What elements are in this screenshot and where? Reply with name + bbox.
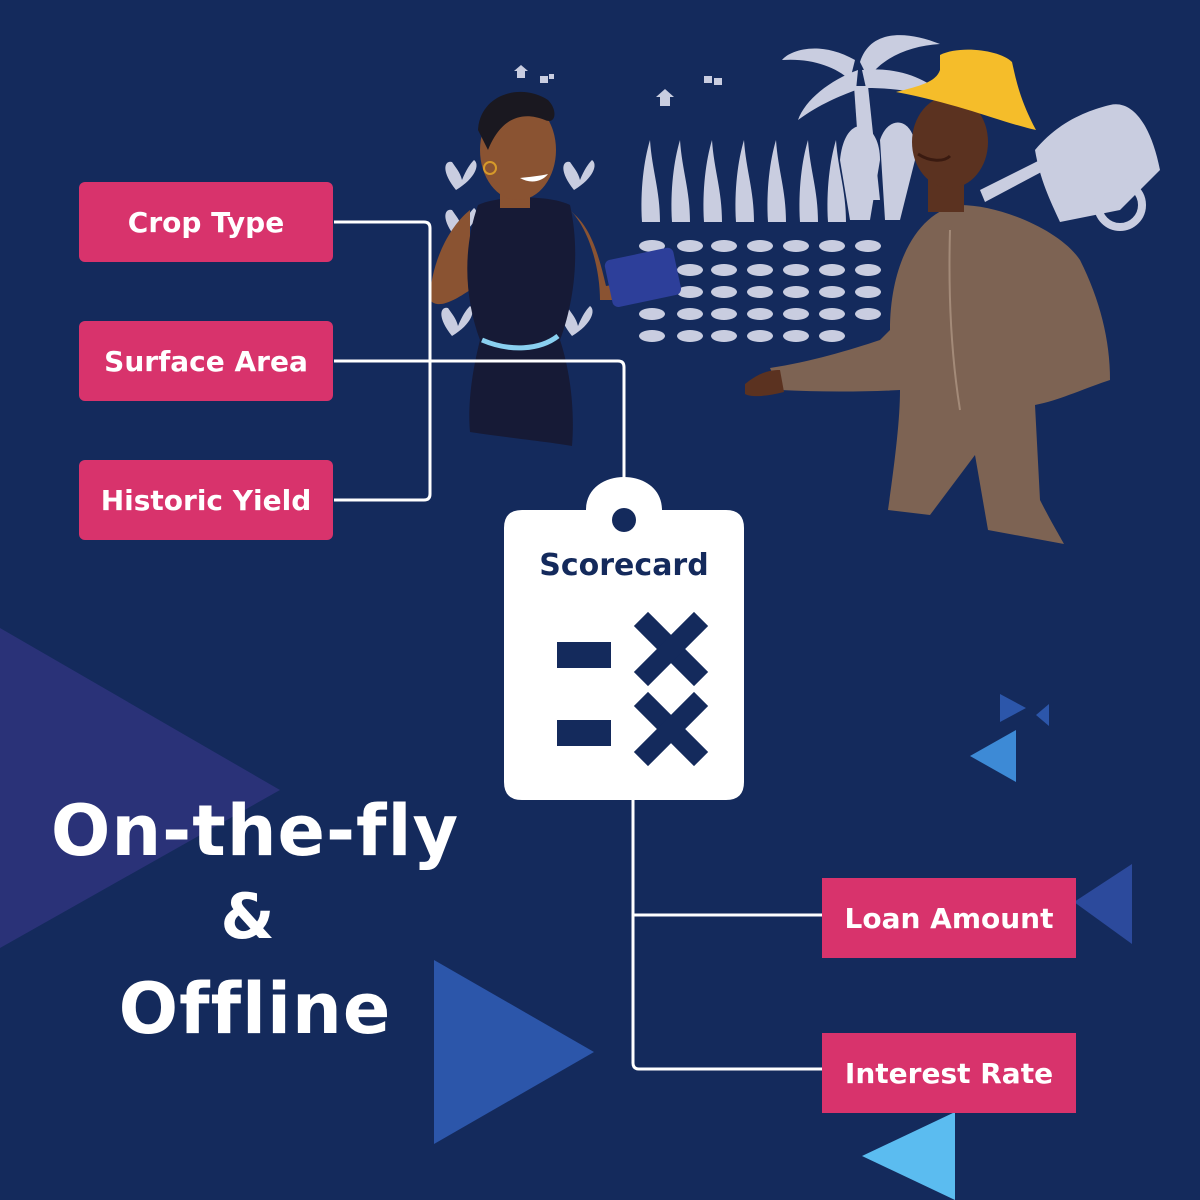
- connector-outputs-trunk: [631, 800, 823, 1071]
- headline-line-2: &: [220, 880, 276, 953]
- light-blue-triangle-bottom: [862, 1112, 955, 1200]
- connector-surface-area: [334, 359, 626, 486]
- small-triangle-3: [970, 730, 1016, 782]
- cross-icon: [633, 611, 709, 687]
- house-icons: [514, 65, 722, 106]
- blue-triangle-bottom: [434, 960, 594, 1144]
- score-bar-2: [557, 720, 611, 746]
- output-tag-interest-rate: Interest Rate: [822, 1033, 1076, 1113]
- input-tag-crop-type: Crop Type: [79, 182, 333, 262]
- blue-triangle-right: [1074, 864, 1132, 944]
- score-bar-1: [557, 642, 611, 668]
- bush-leaves: [840, 122, 916, 220]
- headline-line-3: Offline: [118, 968, 392, 1050]
- reed-plants: [641, 140, 846, 222]
- scorecard-title: Scorecard: [539, 548, 709, 583]
- input-tag-historic-yield: Historic Yield: [79, 460, 333, 540]
- input-tag-surface-area: Surface Area: [79, 321, 333, 401]
- large-purple-triangle: [0, 628, 280, 948]
- small-triangle-1: [1000, 694, 1026, 722]
- scorecard-hole: [612, 508, 636, 532]
- palm-tree: [782, 35, 950, 200]
- output-tag-loan-amount: Loan Amount: [822, 878, 1076, 958]
- crop-rows: [639, 240, 881, 342]
- man-figure: [745, 49, 1160, 544]
- small-triangle-2: [1036, 704, 1049, 726]
- headline-line-1: On-the-fly: [50, 790, 460, 872]
- woman-figure: [430, 91, 682, 446]
- cross-icon: [633, 691, 709, 767]
